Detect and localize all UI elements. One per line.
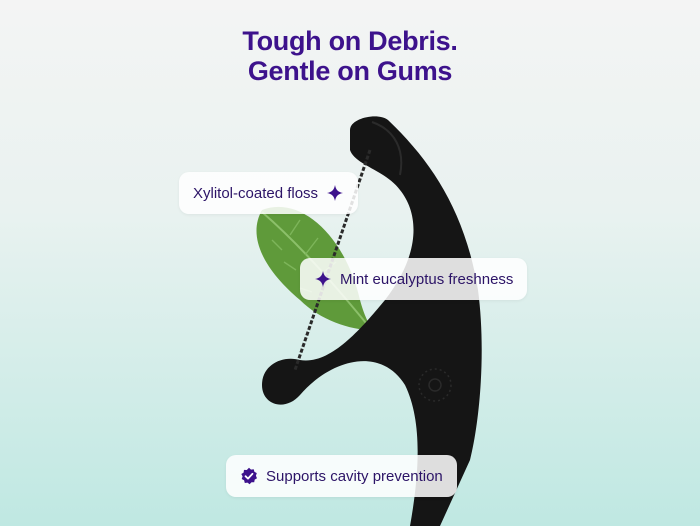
headline: Tough on Debris. Gentle on Gums (0, 26, 700, 86)
headline-line-2: Gentle on Gums (247, 56, 453, 86)
feature-label: Mint eucalyptus freshness (340, 270, 514, 288)
headline-line-1: Tough on Debris. (242, 26, 458, 56)
feature-badge-cavity: Supports cavity prevention (226, 455, 457, 497)
sparkle-icon (326, 184, 344, 202)
sparkle-icon (314, 270, 332, 288)
verified-badge-icon (240, 467, 258, 485)
feature-badge-mint: Mint eucalyptus freshness (300, 258, 528, 300)
feature-label: Supports cavity prevention (266, 467, 443, 485)
feature-label: Xylitol-coated floss (193, 184, 319, 202)
feature-badge-xylitol: Xylitol-coated floss (179, 172, 359, 214)
